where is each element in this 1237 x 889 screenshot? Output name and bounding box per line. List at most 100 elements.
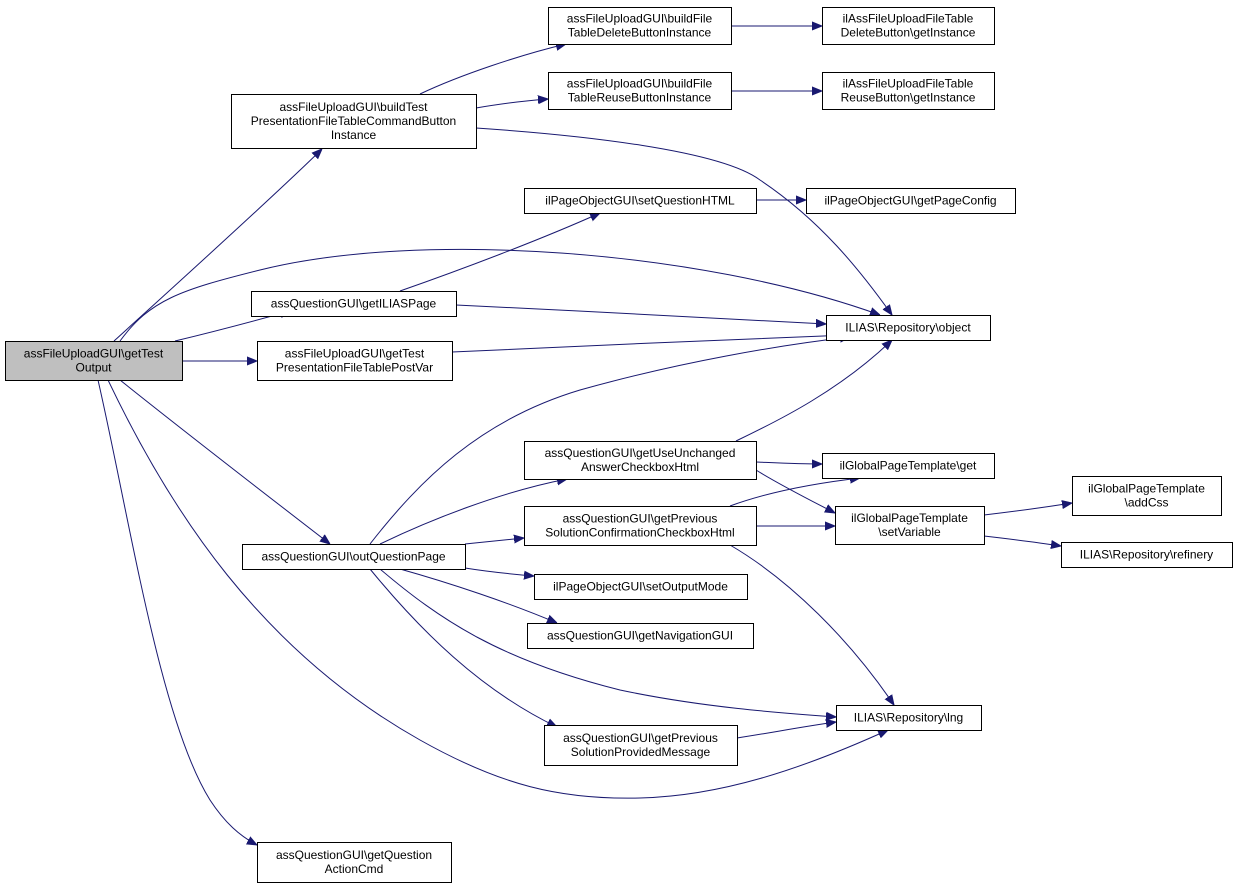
node-n1[interactable]: assFileUploadGUI\buildTestPresentationFi… <box>231 94 477 149</box>
node-box[interactable] <box>231 94 477 149</box>
node-box[interactable] <box>822 72 995 110</box>
edge-n12-n14 <box>755 469 835 513</box>
node-label-line: ILIAS\Repository\lng <box>854 711 963 725</box>
node-label-line: ilPageObjectGUI\setOutputMode <box>553 580 728 594</box>
node-label-line: ilGlobalPageTemplate\get <box>840 459 977 473</box>
node-box[interactable] <box>257 842 452 883</box>
edge-n11-n19 <box>399 568 557 623</box>
node-label-line: PresentationFileTableCommandButton <box>251 114 456 128</box>
node-label-line: ActionCmd <box>325 862 384 876</box>
node-box[interactable] <box>836 705 982 731</box>
root-node-box[interactable] <box>5 341 183 381</box>
node-label-line: assFileUploadGUI\buildTest <box>279 100 428 114</box>
node-label-line: \addCss <box>1124 496 1168 510</box>
edge-n21-n20 <box>736 722 836 739</box>
edge-n0-n22 <box>97 379 257 845</box>
edge-n14-n15 <box>983 503 1072 516</box>
node-label-line: ilPageObjectGUI\getPageConfig <box>824 194 996 208</box>
node-n14[interactable]: ilGlobalPageTemplate\setVariable <box>835 506 985 545</box>
node-box[interactable] <box>534 574 748 600</box>
node-label-line: assQuestionGUI\getPrevious <box>563 512 718 526</box>
edge-n1-n4 <box>475 99 548 109</box>
node-label-line: assFileUploadGUI\getTest <box>285 347 425 361</box>
node-label-line: assFileUploadGUI\getTest <box>24 347 164 361</box>
edge-n14-n16 <box>983 535 1061 546</box>
node-label-line: ReuseButton\getInstance <box>841 91 976 105</box>
node-label-line: PresentationFileTablePostVar <box>276 361 433 375</box>
edge-n11-n21 <box>369 568 557 727</box>
node-label-line: ilPageObjectGUI\setQuestionHTML <box>545 194 735 208</box>
edges-layer <box>97 26 1072 845</box>
edge-n7-n6 <box>455 304 826 324</box>
node-n6[interactable]: ILIAS\Repository\object <box>826 315 991 341</box>
node-n12[interactable]: assQuestionGUI\getUseUnchangedAnswerChec… <box>524 441 757 480</box>
node-label-line: ilAssFileUploadFileTable <box>843 12 974 26</box>
node-label-line: Output <box>75 361 112 375</box>
node-label-line: assQuestionGUI\getUseUnchanged <box>545 446 736 460</box>
node-box[interactable] <box>524 188 757 214</box>
node-label-line: assFileUploadGUI\buildFile <box>567 12 713 26</box>
node-label-line: \setVariable <box>878 525 941 539</box>
node-n10[interactable]: assFileUploadGUI\getTestPresentationFile… <box>257 341 453 381</box>
node-box[interactable] <box>548 7 732 45</box>
edge-n12-n13 <box>755 462 822 464</box>
node-box[interactable] <box>835 506 985 545</box>
node-box[interactable] <box>524 506 757 546</box>
node-label-line: TableDeleteButtonInstance <box>568 26 712 40</box>
node-box[interactable] <box>806 188 1016 214</box>
node-n4[interactable]: assFileUploadGUI\buildFileTableReuseButt… <box>548 72 732 110</box>
node-n17[interactable]: assQuestionGUI\getPreviousSolutionConfir… <box>524 506 757 546</box>
node-label-line: DeleteButton\getInstance <box>841 26 976 40</box>
node-box[interactable] <box>822 453 995 479</box>
edge-n0-n6 <box>119 248 880 342</box>
node-label-line: Instance <box>331 128 377 142</box>
node-n20[interactable]: ILIAS\Repository\lng <box>836 705 982 731</box>
node-box[interactable] <box>527 623 754 649</box>
node-box[interactable] <box>548 72 732 110</box>
node-label-line: TableReuseButtonInstance <box>568 91 712 105</box>
edge-n11-n18 <box>464 567 534 576</box>
edge-n0-n11 <box>119 379 330 544</box>
node-n18[interactable]: ilPageObjectGUI\setOutputMode <box>534 574 748 600</box>
edge-n10-n6 <box>451 335 848 353</box>
node-n9[interactable]: ilPageObjectGUI\getPageConfig <box>806 188 1016 214</box>
node-box[interactable] <box>544 725 738 766</box>
edge-n11-n12 <box>379 479 567 545</box>
edge-n1-n2 <box>419 44 566 95</box>
node-box[interactable] <box>257 341 453 381</box>
node-label-line: ilGlobalPageTemplate <box>1088 482 1205 496</box>
node-box[interactable] <box>524 441 757 480</box>
node-label-line: assQuestionGUI\getPrevious <box>563 731 718 745</box>
node-box[interactable] <box>242 544 466 570</box>
edge-n0-n20 <box>107 379 888 799</box>
edge-n7-n8 <box>399 213 600 292</box>
edge-n11-n6 <box>369 337 850 545</box>
node-n16[interactable]: ILIAS\Repository\refinery <box>1061 542 1233 568</box>
node-label-line: assFileUploadGUI\buildFile <box>567 77 713 91</box>
node-n15[interactable]: ilGlobalPageTemplate\addCss <box>1072 476 1222 516</box>
edge-n12-n6 <box>735 340 892 442</box>
node-n2[interactable]: assFileUploadGUI\buildFileTableDeleteBut… <box>548 7 732 45</box>
node-label-line: ilGlobalPageTemplate <box>851 511 968 525</box>
edge-n11-n17 <box>464 538 524 545</box>
node-box[interactable] <box>822 7 995 45</box>
node-label-line: AnswerCheckboxHtml <box>581 460 699 474</box>
node-n21[interactable]: assQuestionGUI\getPreviousSolutionProvid… <box>544 725 738 766</box>
node-label-line: SolutionProvidedMessage <box>571 745 711 759</box>
node-box[interactable] <box>251 291 457 317</box>
node-n3[interactable]: ilAssFileUploadFileTableDeleteButton\get… <box>822 7 995 45</box>
edge-n11-n20 <box>379 568 836 717</box>
node-box[interactable] <box>1061 542 1233 568</box>
node-n19[interactable]: assQuestionGUI\getNavigationGUI <box>527 623 754 649</box>
node-label-line: assQuestionGUI\getNavigationGUI <box>547 629 733 643</box>
node-n11[interactable]: assQuestionGUI\outQuestionPage <box>242 544 466 570</box>
node-n13[interactable]: ilGlobalPageTemplate\get <box>822 453 995 479</box>
node-n7[interactable]: assQuestionGUI\getILIASPage <box>251 291 457 317</box>
node-box[interactable] <box>826 315 991 341</box>
node-n5[interactable]: ilAssFileUploadFileTableReuseButton\getI… <box>822 72 995 110</box>
node-n8[interactable]: ilPageObjectGUI\setQuestionHTML <box>524 188 757 214</box>
node-box[interactable] <box>1072 476 1222 516</box>
